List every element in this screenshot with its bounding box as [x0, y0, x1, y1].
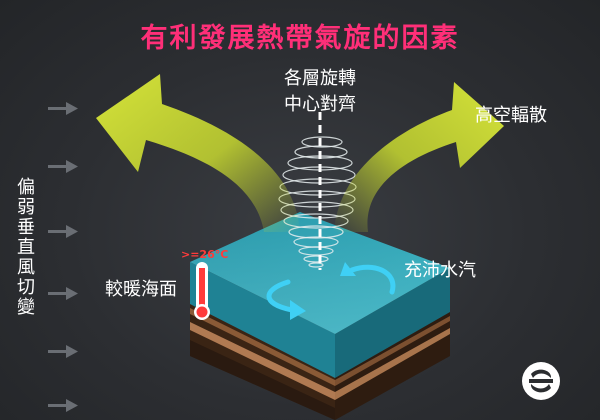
center-alignment-line-1: 各層旋轉 — [284, 68, 356, 89]
thermometer-icon — [194, 262, 210, 320]
moisture-label: 充沛水汽 — [404, 260, 476, 281]
outflow-arrow-left — [96, 74, 300, 232]
wind-arrow-icon — [48, 102, 78, 115]
rotation-arrow-icon — [349, 264, 396, 295]
temperature-label: >=26°C — [181, 248, 229, 261]
rotation-arrow-icon — [266, 279, 295, 313]
center-alignment-label: 各層旋轉 中心對齊 — [260, 66, 380, 118]
center-alignment-line-2: 中心對齊 — [284, 94, 356, 115]
wind-shear-arrows — [48, 102, 78, 412]
wind-shear-char: 風 — [17, 257, 35, 278]
wind-shear-char: 變 — [17, 297, 35, 318]
wind-arrow-icon — [48, 399, 78, 412]
wind-arrow-icon — [48, 160, 78, 173]
wind-shear-char: 垂 — [17, 217, 35, 238]
outflow-arrows — [96, 74, 504, 232]
warm-sea-label: 較暖海面 — [105, 279, 177, 300]
outflow-arrow-right — [334, 82, 504, 232]
wind-shear-char: 直 — [17, 237, 35, 258]
wind-shear-char: 偏 — [17, 177, 35, 198]
wind-arrow-icon — [48, 345, 78, 358]
upper-divergence-label: 高空輻散 — [475, 105, 547, 126]
wind-arrow-icon — [48, 225, 78, 238]
wind-arrow-icon — [48, 287, 78, 300]
diagram-title: 有利發展熱帶氣旋的因素 — [140, 23, 460, 54]
wind-shear-label: 偏弱垂直風切變 — [14, 178, 38, 318]
wind-shear-char: 切 — [17, 277, 35, 298]
rotation-arrows — [266, 262, 396, 320]
logo-icon — [522, 362, 560, 400]
wind-shear-char: 弱 — [17, 197, 35, 218]
ocean-block — [190, 212, 450, 420]
